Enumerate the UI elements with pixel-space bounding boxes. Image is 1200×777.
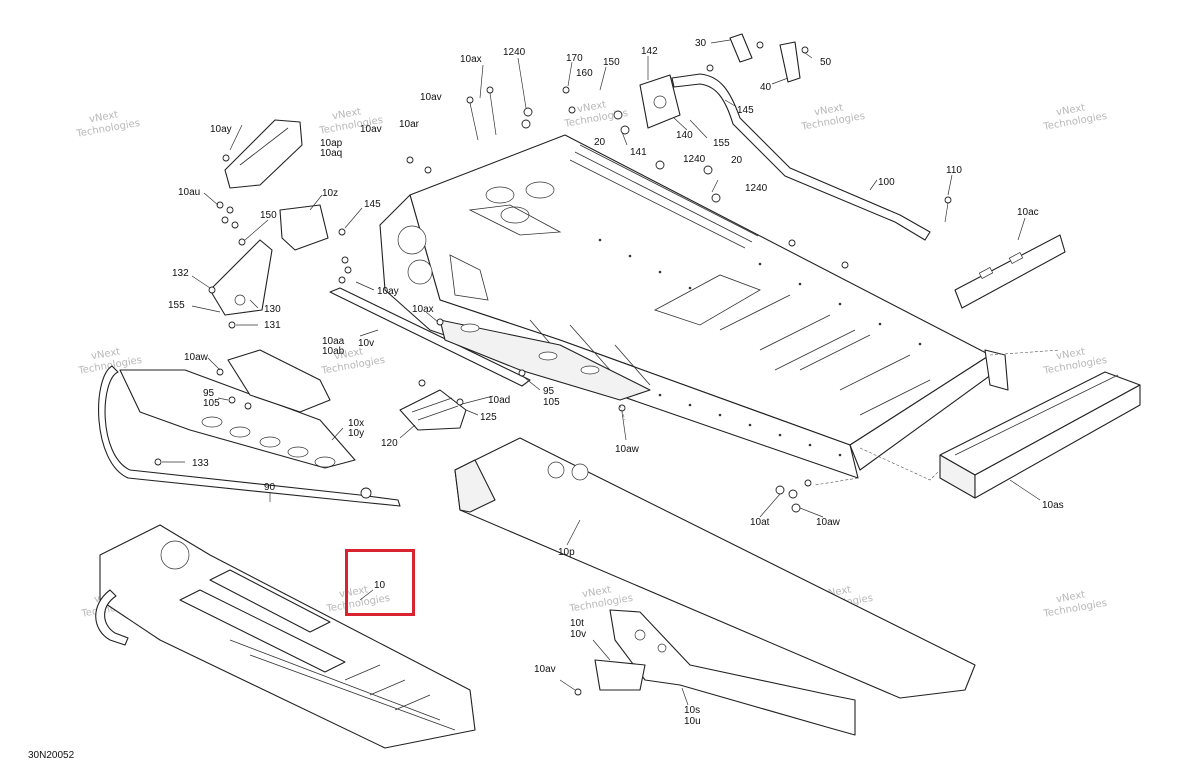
callout-1240-a: 1240: [503, 47, 526, 58]
callout-10t: 10t: [570, 618, 584, 629]
callout-155-a: 155: [713, 138, 730, 149]
callout-50: 50: [820, 57, 832, 68]
watermark-line1: vNext: [1055, 102, 1086, 118]
callout-95-a: 95: [203, 388, 215, 399]
callout-10: 10: [374, 580, 386, 591]
callout-10av-c: 10av: [534, 664, 556, 675]
watermark-line1: vNext: [333, 346, 364, 362]
callout-10v: 10v: [570, 629, 586, 640]
callout-140: 140: [676, 130, 693, 141]
callout-150-a: 150: [603, 57, 620, 68]
callout-10ax: 10ax: [460, 54, 482, 65]
callout-10ad: 10ad: [488, 395, 510, 406]
callout-133: 133: [192, 458, 209, 469]
watermark-line1: vNext: [88, 109, 119, 125]
callout-10aq: 10aq: [320, 148, 342, 159]
watermark-line1: vNext: [581, 584, 612, 600]
callout-1240-b: 1240: [683, 154, 706, 165]
callout-100: 100: [878, 177, 895, 188]
watermark-line1: vNext: [576, 99, 607, 115]
callout-10p: 10p: [558, 547, 575, 558]
highlight-box: [345, 549, 415, 616]
callout-141: 141: [630, 147, 647, 158]
left-brackets: [119, 119, 467, 469]
callout-10u: 10u: [684, 716, 701, 727]
callout-90: 90: [264, 482, 276, 493]
leader-lines: [162, 39, 1041, 706]
callout-10ap: 10ap: [320, 138, 343, 149]
hardware-fasteners: [154, 86, 849, 696]
callout-142: 142: [641, 46, 658, 57]
callout-40: 40: [760, 82, 772, 93]
callout-95-b: 95: [543, 386, 555, 397]
callout-120: 120: [381, 438, 398, 449]
callout-145-a: 145: [737, 105, 754, 116]
callout-170: 170: [566, 53, 583, 64]
callout-131: 131: [264, 320, 281, 331]
top-right-supports: [639, 33, 952, 241]
callout-labels: 10ax 1240 170 160 150 142 30 50 40 145 1…: [168, 38, 1064, 727]
callout-10as: 10as: [1042, 500, 1064, 511]
callout-150-b: 150: [260, 210, 277, 221]
drawing-code: 30N20052: [28, 750, 75, 761]
handle-bar-90: [98, 365, 401, 507]
side-bracket-10s: [594, 609, 856, 736]
callout-20-b: 20: [731, 155, 743, 166]
callout-30: 30: [695, 38, 707, 49]
main-tunnel-assembly: [379, 134, 1009, 479]
rear-bumper-10p: [454, 437, 976, 699]
callout-20-a: 20: [594, 137, 606, 148]
callout-10s: 10s: [684, 705, 700, 716]
watermark-line1: vNext: [813, 102, 844, 118]
relation-lines: [619, 349, 1061, 486]
callout-10aa: 10aa: [322, 336, 345, 347]
watermark-line1: vNext: [90, 346, 121, 362]
callout-125: 125: [480, 412, 497, 423]
callout-10at: 10at: [750, 517, 770, 528]
callout-1240-c: 1240: [745, 183, 768, 194]
callout-10ac: 10ac: [1017, 207, 1039, 218]
watermark-line1: vNext: [1055, 346, 1086, 362]
callout-105-a: 105: [203, 398, 220, 409]
complete-assembly-inset: [95, 524, 476, 749]
callout-10ax-b: 10ax: [412, 304, 434, 315]
watermark-line1: vNext: [1055, 589, 1086, 605]
lower-rail-strip: [329, 287, 651, 401]
callout-10aw-a: 10aw: [184, 352, 209, 363]
callout-10av-a: 10av: [420, 92, 442, 103]
callout-10ar: 10ar: [399, 119, 420, 130]
plate-10ac: [954, 234, 1066, 309]
callout-10z: 10z: [322, 188, 338, 199]
callout-132: 132: [172, 268, 189, 279]
callout-10av-b: 10av: [360, 124, 382, 135]
callout-10y: 10y: [348, 428, 364, 439]
callout-155-b: 155: [168, 300, 185, 311]
callout-10au: 10au: [178, 187, 200, 198]
callout-10ay-b: 10ay: [377, 286, 399, 297]
callout-145-b: 145: [364, 199, 381, 210]
callout-10x: 10x: [348, 418, 364, 429]
callout-160: 160: [576, 68, 593, 79]
callout-10ay-a: 10ay: [210, 124, 232, 135]
callout-105-b: 105: [543, 397, 560, 408]
running-board-10as: [939, 371, 1141, 499]
callout-10aw-b: 10aw: [615, 444, 640, 455]
callout-10aw-c: 10aw: [816, 517, 841, 528]
watermark-line1: vNext: [331, 106, 362, 122]
callout-110: 110: [946, 165, 962, 176]
callout-10v-b: 10v: [358, 338, 374, 349]
callout-130: 130: [264, 304, 281, 315]
callout-10ab: 10ab: [322, 346, 345, 357]
